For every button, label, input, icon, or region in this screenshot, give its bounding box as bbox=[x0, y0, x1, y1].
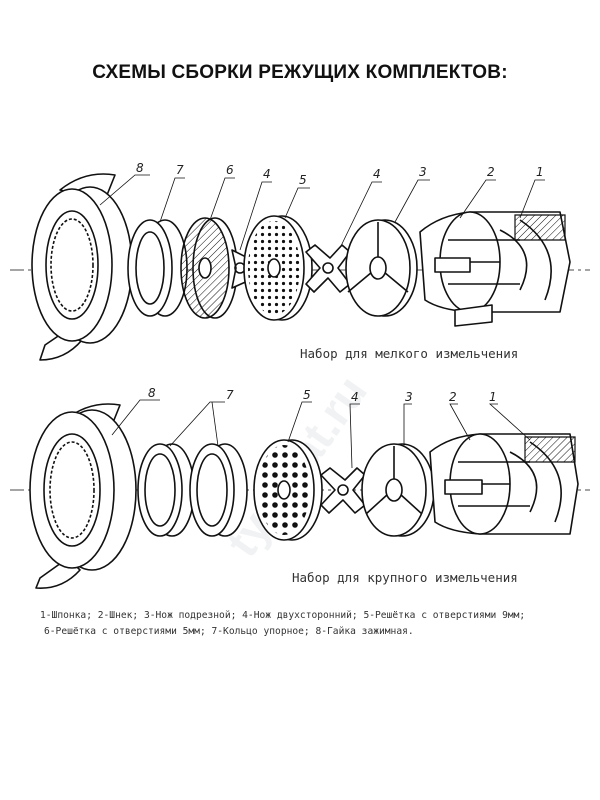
caption-bottom: Набор для крупного измельчения bbox=[292, 570, 518, 585]
label-5-top: 5 bbox=[299, 173, 307, 187]
label-6-top: 6 bbox=[226, 163, 234, 177]
leaders-top bbox=[99, 174, 545, 251]
label-3-bottom: 3 bbox=[405, 390, 413, 404]
label-3-top: 3 bbox=[419, 165, 427, 179]
label-4b-top: 4 bbox=[373, 167, 381, 181]
knife-x-bottom bbox=[320, 467, 366, 514]
nut-top bbox=[31, 173, 133, 361]
top-set: 8 7 6 4 5 4 3 2 1 Набор для мелкого изме… bbox=[10, 161, 590, 361]
label-7-bottom: 7 bbox=[226, 388, 234, 402]
rings-bottom bbox=[137, 443, 248, 537]
labels-top: 8 7 6 4 5 4 3 2 1 bbox=[136, 161, 544, 187]
grate-5mm-top bbox=[180, 217, 238, 319]
legend-line-2: 6-Решётка с отверстиями 5мм; 7-Кольцо уп… bbox=[44, 626, 414, 637]
screw-top bbox=[419, 211, 571, 327]
label-8-top: 8 bbox=[136, 161, 144, 175]
label-7-top: 7 bbox=[176, 163, 184, 177]
label-5-bottom: 5 bbox=[303, 388, 311, 402]
label-1-top: 1 bbox=[536, 165, 544, 179]
caption-top: Набор для мелкого измельчения bbox=[300, 346, 518, 361]
label-8-bottom: 8 bbox=[148, 386, 156, 400]
ring-top bbox=[127, 219, 188, 317]
cutting-knife-top bbox=[345, 219, 418, 317]
label-2-top: 2 bbox=[487, 165, 495, 179]
nut-bottom bbox=[29, 403, 137, 589]
knife-x-top bbox=[305, 244, 351, 293]
grate-9mm-bottom bbox=[253, 439, 323, 541]
screw-bottom bbox=[429, 433, 579, 535]
label-2-bottom: 2 bbox=[449, 390, 457, 404]
labels-bottom: 8 7 5 4 3 2 1 bbox=[148, 386, 497, 404]
page-title: СХЕМЫ СБОРКИ РЕЖУЩИХ КОМПЛЕКТОВ: bbox=[92, 62, 508, 83]
label-1-bottom: 1 bbox=[489, 390, 497, 404]
legend: 1-Шпонка; 2-Шнек; 3-Нож подрезной; 4-Нож… bbox=[40, 608, 580, 640]
label-4a-top: 4 bbox=[263, 167, 271, 181]
bottom-set: 8 7 5 4 3 2 1 Набор для крупного измельч… bbox=[10, 386, 590, 589]
label-4-bottom: 4 bbox=[351, 390, 359, 404]
cutting-knife-bottom bbox=[361, 443, 435, 537]
grate-9mm-top bbox=[243, 215, 313, 321]
legend-line-1: 1-Шпонка; 2-Шнек; 3-Нож подрезной; 4-Нож… bbox=[40, 610, 526, 621]
leaders-bottom bbox=[111, 399, 531, 469]
